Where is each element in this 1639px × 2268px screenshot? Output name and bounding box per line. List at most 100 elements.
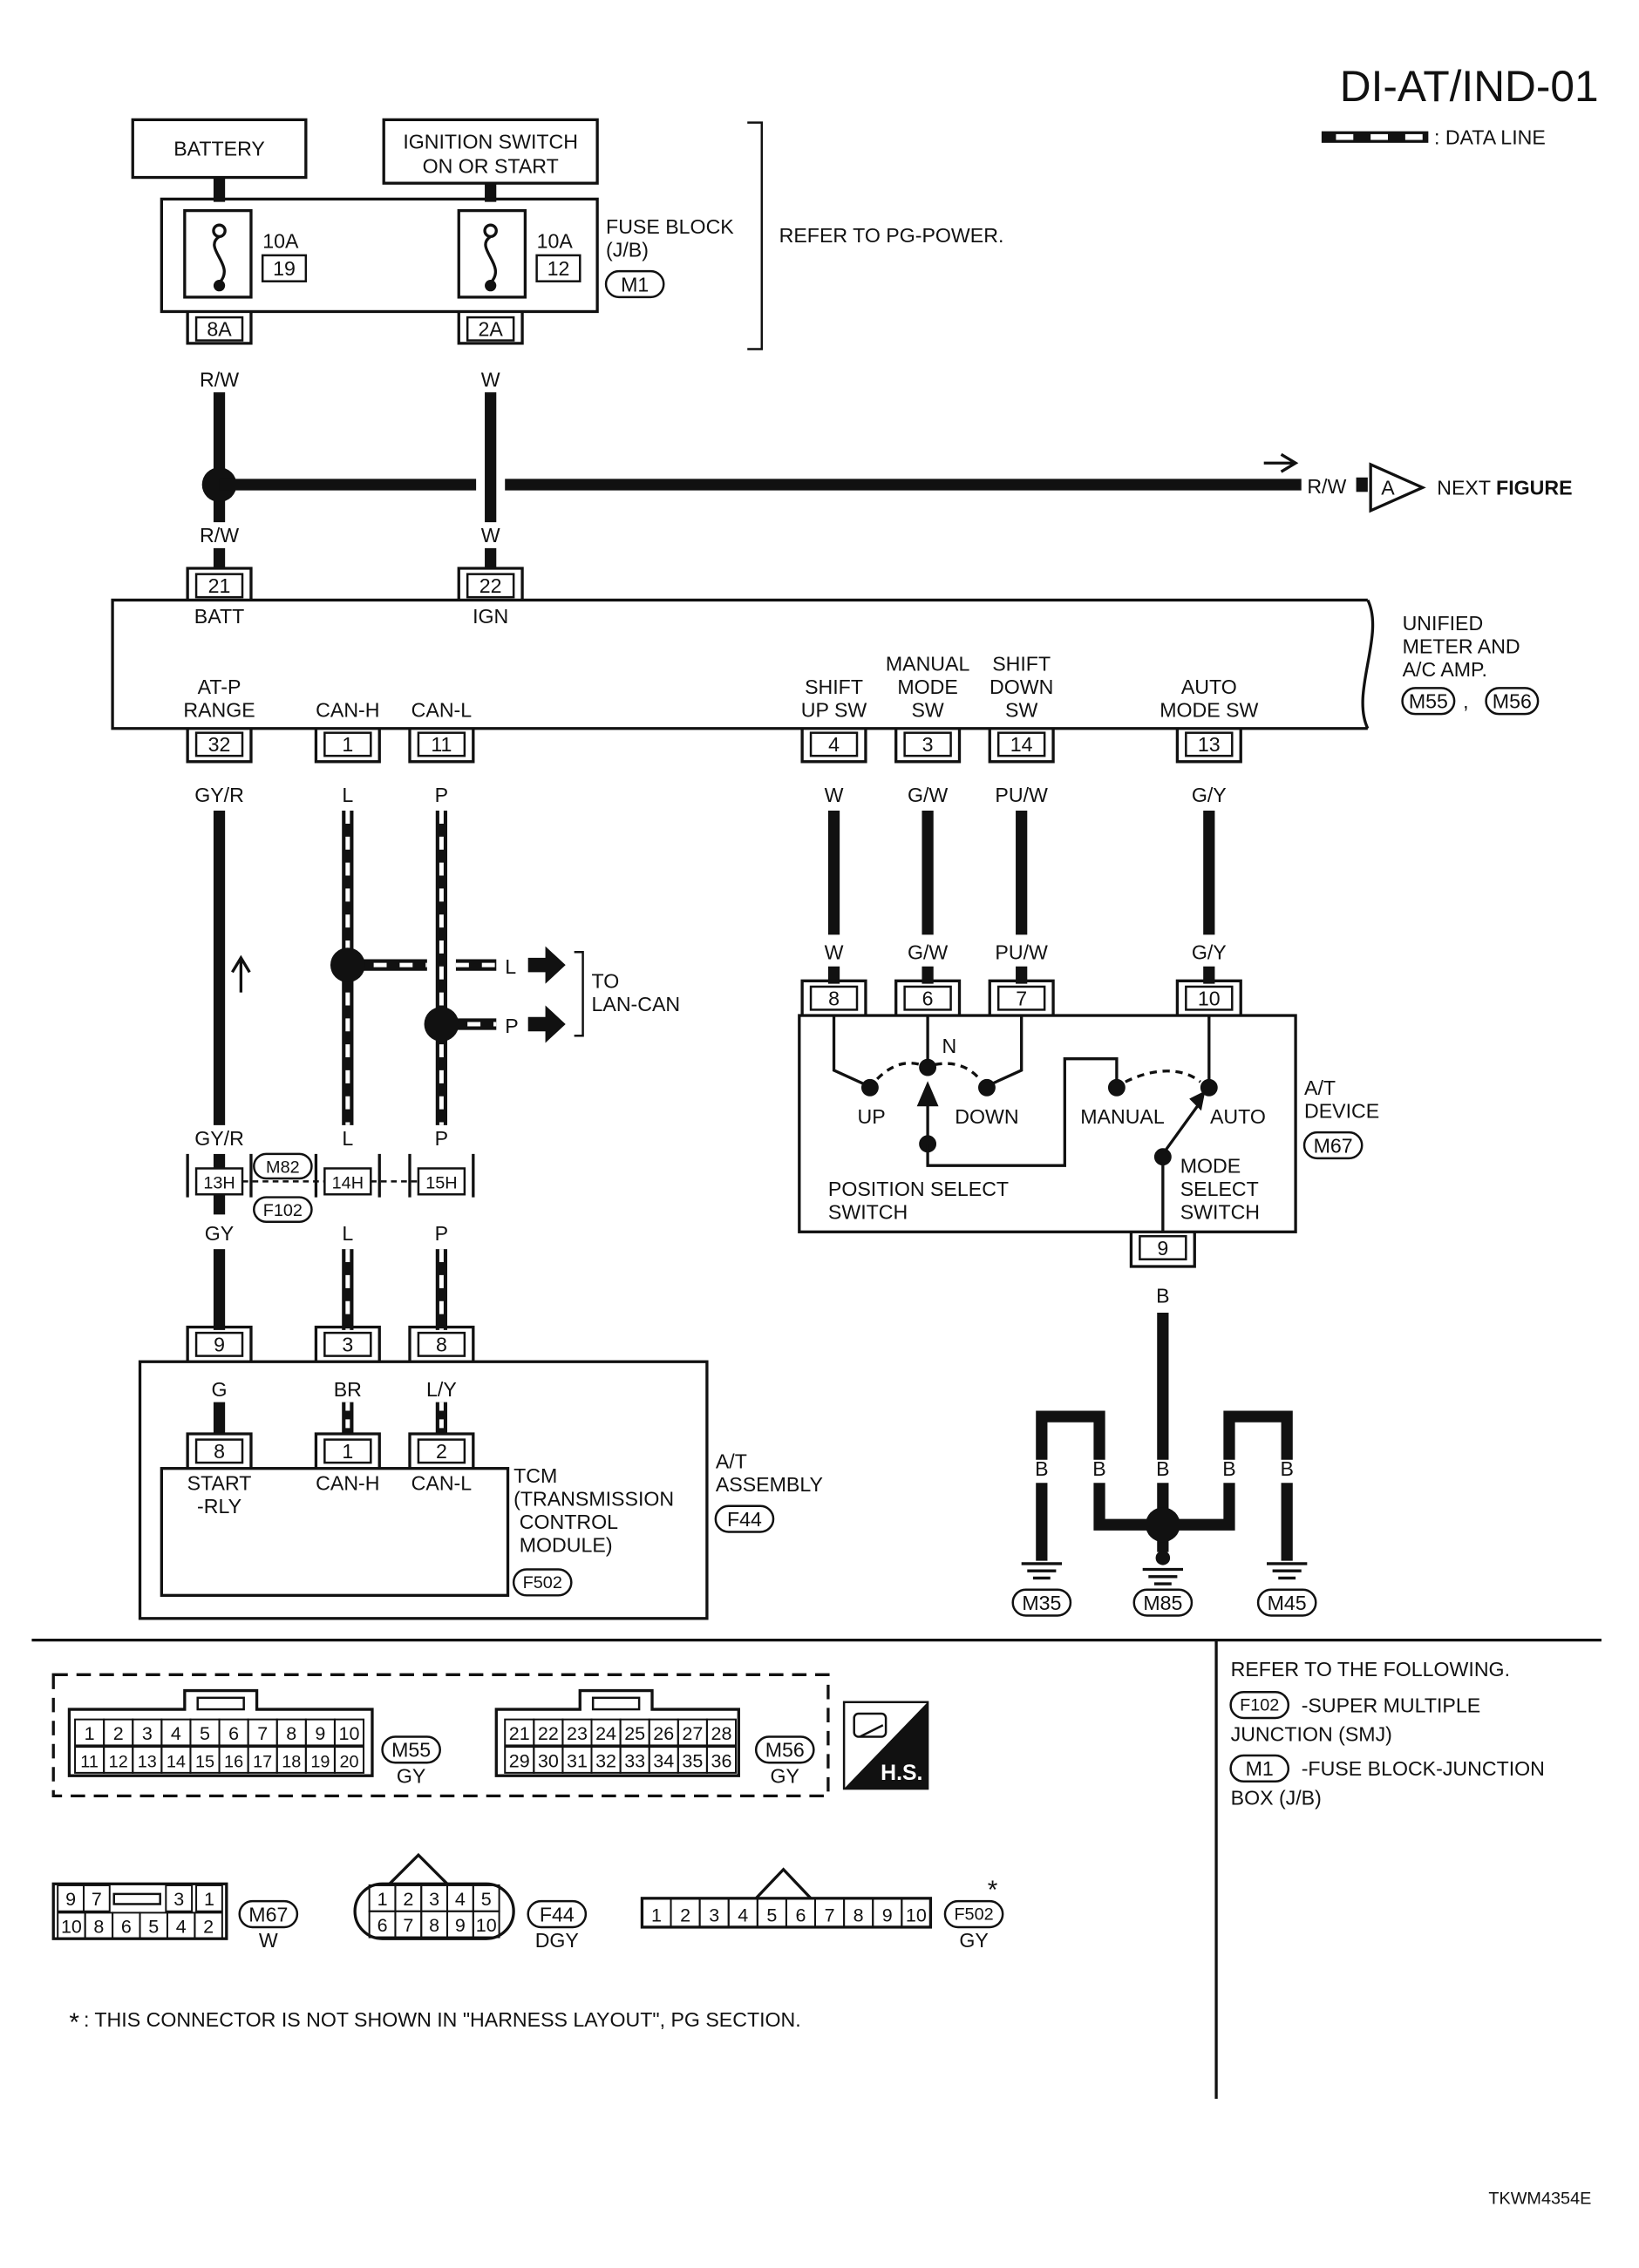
connector-m67-color: W (259, 1929, 278, 1952)
meter-connector-m55: M55 (1409, 690, 1448, 713)
m56-pin: 35 (682, 1750, 703, 1771)
switch-manual: MANUAL (1080, 1105, 1165, 1128)
meter-manual-1: MANUAL (886, 653, 970, 676)
tcm-name-2: (TRANSMISSION (513, 1488, 674, 1511)
m55-pin: 5 (200, 1723, 210, 1744)
at-wire-ly: L/Y (426, 1378, 457, 1401)
wire-color-gy-2b: G/Y (1192, 941, 1227, 964)
tcm-name-4: MODULE) (520, 1534, 613, 1557)
f502-pin: 6 (795, 1905, 806, 1925)
ground-m85: M85 (1143, 1592, 1182, 1614)
m56-pin: 30 (538, 1750, 559, 1771)
m55-pin: 10 (339, 1723, 360, 1744)
meter-connector-sep: , (1463, 690, 1468, 713)
wire-color-gy-1: G/Y (1192, 784, 1227, 806)
m55-pin: 12 (109, 1752, 128, 1771)
meter-shiftup-2: UP SW (801, 698, 867, 721)
wire-color-w-2: W (825, 941, 844, 964)
m67-pin: 7 (92, 1889, 102, 1910)
at-assembly-connector-f44: F44 (727, 1508, 762, 1531)
meter-manual-2: MODE (897, 676, 957, 698)
f44-pin: 4 (455, 1889, 466, 1910)
fuse-12-number: 12 (547, 257, 570, 280)
m67-pin: 4 (176, 1917, 187, 1938)
next-figure-letter: A (1381, 477, 1395, 499)
f44-pin: 9 (455, 1915, 466, 1936)
f502-pin: 4 (738, 1905, 748, 1925)
m67-pin: 6 (121, 1917, 132, 1938)
m55-pin: 20 (339, 1752, 358, 1771)
battery-label: BATTERY (173, 138, 265, 160)
meter-pin-21-label: 21 (208, 574, 231, 597)
at-assembly-top-pins (186, 1325, 475, 1362)
signal-direction-arrow-icon (231, 954, 251, 993)
m56-pin: 31 (567, 1750, 588, 1771)
splice-can-h (330, 947, 365, 982)
lancan-bracket (574, 950, 584, 1037)
m67-pin: 3 (173, 1889, 184, 1910)
connector-m56-color: GY (771, 1764, 799, 1787)
fuse-block-box (160, 197, 599, 314)
m55-pin: 7 (257, 1723, 268, 1744)
switch-down: DOWN (955, 1105, 1018, 1128)
wire-color-puw-2: PU/W (995, 941, 1048, 964)
next-figure-arrow-icon (1369, 462, 1426, 513)
ignition-switch-label-1: IGNITION SWITCH (403, 130, 578, 153)
m55-pin: 4 (171, 1723, 181, 1744)
meter-shiftup-1: SHIFT (805, 676, 863, 698)
m56-pin: 22 (538, 1723, 559, 1744)
next-figure-label: NEXT FIGURE (1437, 477, 1572, 499)
footnote-star: * (69, 2008, 79, 2037)
f44-pin: 5 (481, 1889, 492, 1910)
mode-select-label-3: SWITCH (1180, 1200, 1260, 1223)
position-select-switch (832, 1015, 1218, 1232)
tcm-name-1: TCM (513, 1464, 557, 1487)
meter-pin-22-label: 22 (479, 574, 502, 597)
ground-m35: M35 (1022, 1592, 1061, 1614)
wire-color-gw-2: G/W (908, 941, 948, 964)
lancan-wire-l: L (505, 955, 516, 978)
m55-pin: 16 (224, 1752, 243, 1771)
connector-m55-color: GY (397, 1764, 425, 1787)
refer-item2-connector: M1 (1246, 1757, 1274, 1780)
m67-cell (194, 1912, 223, 1940)
m56-pin: 24 (595, 1723, 616, 1744)
connector-m55-name: M55 (391, 1739, 431, 1762)
m67-pin: 10 (61, 1917, 82, 1938)
m55-pin: 9 (315, 1723, 325, 1744)
lancan-label-1: TO (592, 970, 620, 993)
m67-pin: 1 (204, 1889, 214, 1910)
f44-pin: 10 (476, 1915, 497, 1936)
meter-auto-1: AUTO (1181, 676, 1237, 698)
at-wire-br: BR (334, 1378, 362, 1401)
ignition-switch-box (382, 118, 599, 185)
m55-pin: 17 (253, 1752, 272, 1771)
m67-pin: 8 (93, 1917, 104, 1938)
f44-pin: 8 (429, 1915, 439, 1936)
position-select-label-1: POSITION SELECT (828, 1178, 1009, 1200)
meter-name-3: A/C AMP. (1403, 658, 1487, 681)
meter-shiftdown-2: DOWN (990, 676, 1053, 698)
ground-m45: M45 (1268, 1592, 1307, 1614)
wire-color-gyr-2: GY/R (194, 1127, 244, 1150)
wire-color-puw-1: PU/W (995, 784, 1048, 806)
wire-color-b-main: B (1156, 1284, 1169, 1307)
m56-pin: 33 (624, 1750, 645, 1771)
connector-f502-star: * (988, 1876, 998, 1905)
lancan-label-2: LAN-CAN (592, 993, 681, 1015)
m55-pin: 2 (113, 1723, 124, 1744)
connector-m67-name: M67 (248, 1903, 288, 1925)
diagram-code: TKWM4354E (1488, 2190, 1591, 2209)
joint-terminal-13h: 13H (203, 1174, 235, 1193)
f44-pin: 2 (403, 1889, 413, 1910)
meter-pin-11: 11 (431, 733, 452, 756)
at-assembly-box (138, 1360, 709, 1620)
wire-color-rw-top: R/W (200, 369, 239, 391)
lancan-arrow-p-icon (527, 1005, 566, 1043)
tcm-pin-8: 8 (214, 1440, 225, 1463)
